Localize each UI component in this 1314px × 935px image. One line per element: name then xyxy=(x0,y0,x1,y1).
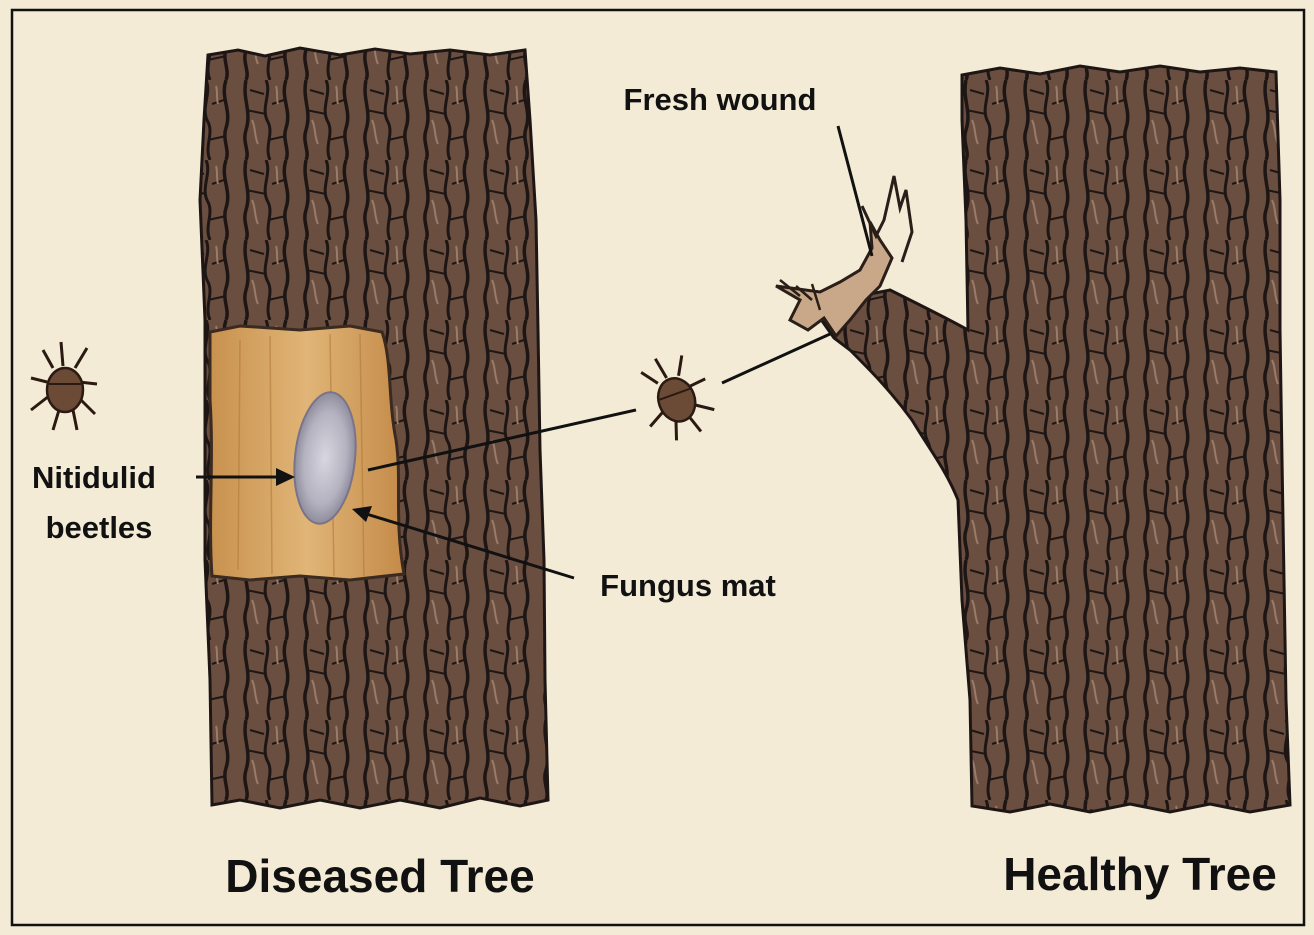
label-diseased-tree: Diseased Tree xyxy=(225,850,534,902)
label-fresh-wound: Fresh wound xyxy=(624,82,817,117)
label-fungus-mat: Fungus mat xyxy=(600,568,776,603)
label-healthy-tree: Healthy Tree xyxy=(1003,848,1277,900)
label-nitidulid: Nitidulid xyxy=(32,460,156,495)
label-beetles: beetles xyxy=(46,510,153,545)
